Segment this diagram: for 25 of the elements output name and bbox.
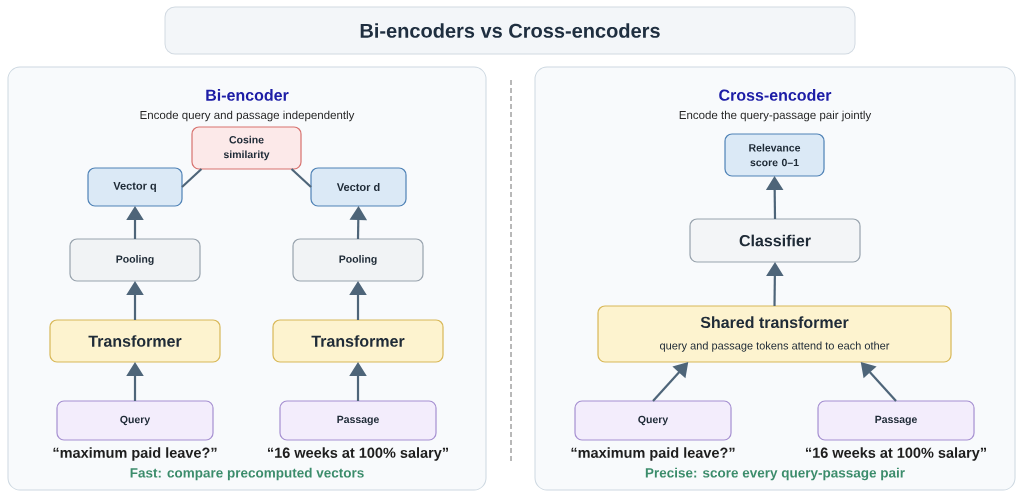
output-box: Vector d [310,167,407,207]
panel-heading: Bi-encoder [206,89,289,101]
process-box: Pooling [292,238,424,282]
quote-text: “maximum paid leave?” [571,447,735,461]
panel-note: Precise: score every query-passage pair [645,467,905,481]
quote-text: “maximum paid leave?” [53,447,217,461]
title-box: Bi-encoders vs Cross-encoders [164,6,856,55]
input-box: Query [574,400,732,441]
process-box: Transformer [272,319,444,363]
process-box: Classifier [689,218,861,263]
panel-subheading: Encode query and passage independently [140,110,355,122]
process-box: Transformer [49,319,221,363]
panel-subheading: Encode the query-passage pair jointly [679,110,872,122]
panel-heading: Cross-encoder [719,89,832,101]
input-box: Passage [817,400,975,441]
input-box: Query [56,400,214,441]
input-box: Passage [279,400,437,441]
output-box: Relevance score 0–1 [724,133,825,177]
process-box: Pooling [69,238,201,282]
output-box: Vector q [87,167,183,207]
process-box: Cosine similarity [191,126,302,170]
quote-text: “16 weeks at 100% salary” [806,447,986,461]
process-box: Shared transformer query and passage tokens attend to each other [597,305,952,363]
quote-text: “16 weeks at 100% salary” [268,447,448,461]
panel-note: Fast: compare precomputed vectors [130,467,364,481]
